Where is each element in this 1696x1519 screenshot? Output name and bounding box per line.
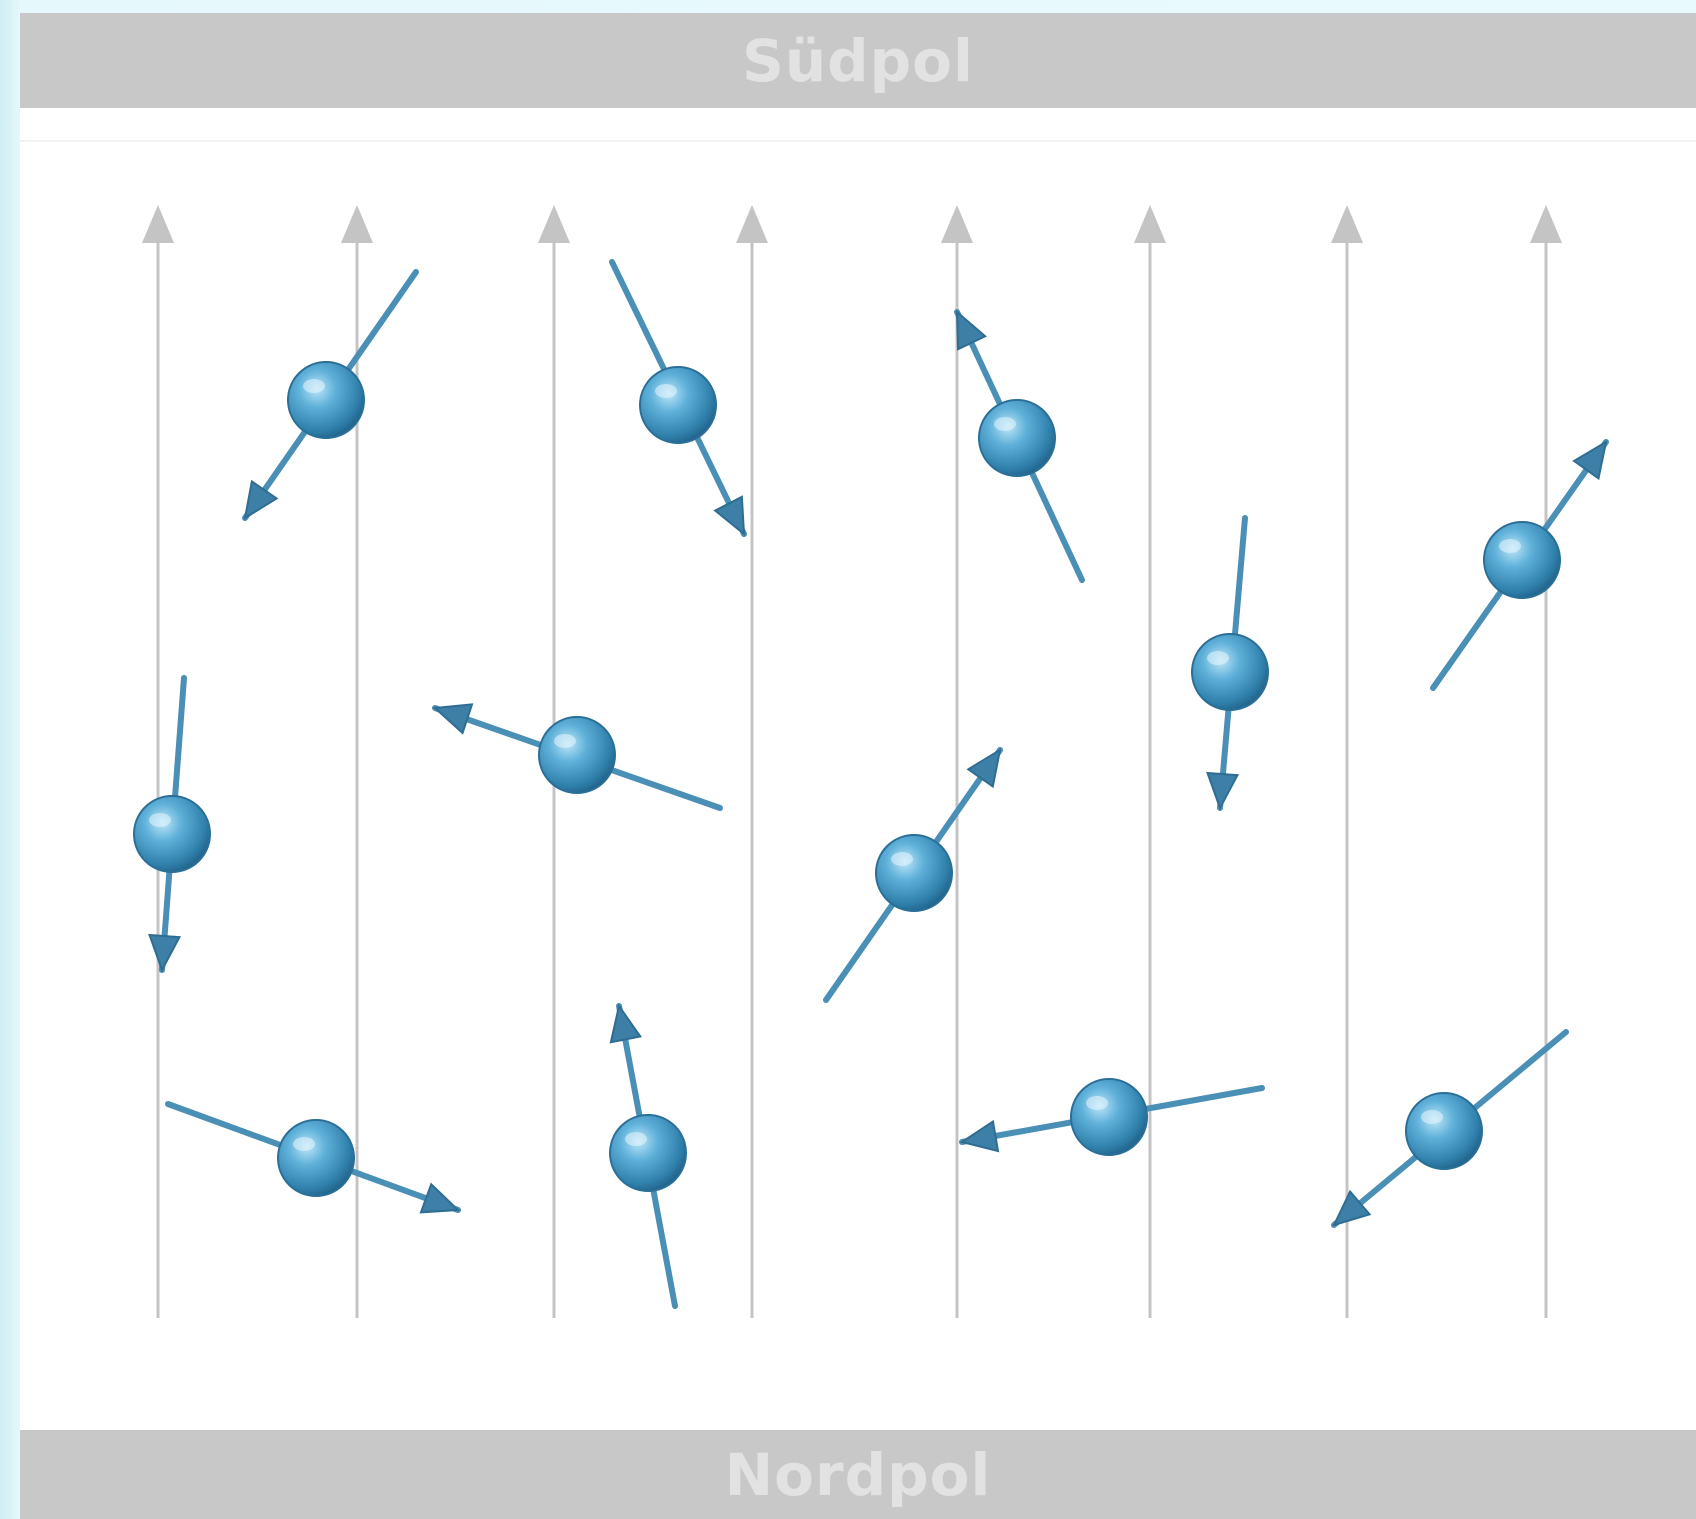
- field-line-7: [1331, 205, 1363, 1318]
- spin-arrow-icon: [148, 933, 182, 973]
- particle-sphere-icon: [875, 834, 953, 912]
- sphere-highlight: [994, 417, 1016, 431]
- spin-arrow-icon: [432, 703, 474, 735]
- particle-sphere-icon: [1191, 633, 1269, 711]
- sphere-highlight: [655, 384, 677, 398]
- spin-arrow-icon: [1206, 771, 1240, 811]
- field-line-arrow-icon: [341, 205, 373, 243]
- particle-sphere-icon: [287, 361, 365, 439]
- spin-arrow-icon: [1332, 1189, 1372, 1227]
- field-line-5: [941, 205, 973, 1318]
- particle-4: [1191, 515, 1269, 811]
- south-pole-label: Südpol: [742, 26, 974, 95]
- field-line-4: [736, 205, 768, 1318]
- field-line-arrow-icon: [1134, 205, 1166, 243]
- sphere-highlight: [1086, 1096, 1108, 1110]
- particle-sphere-icon: [133, 795, 211, 873]
- field-line-arrow-icon: [736, 205, 768, 243]
- spin-arrow-icon: [609, 1003, 642, 1044]
- sphere-highlight: [891, 852, 913, 866]
- spin-arrow-icon: [243, 479, 279, 521]
- particle-sphere-icon: [277, 1119, 355, 1197]
- field-line-arrow-icon: [941, 205, 973, 243]
- field-line-arrow-icon: [538, 205, 570, 243]
- south-pole-bar: Südpol: [20, 13, 1696, 108]
- field-lines: [142, 205, 1562, 1318]
- north-pole-label: Nordpol: [724, 1440, 992, 1509]
- sphere-highlight: [149, 813, 171, 827]
- particle-3: [954, 309, 1085, 583]
- sphere-highlight: [1499, 539, 1521, 553]
- spin-arrow-icon: [955, 309, 987, 351]
- diagram-panel: [20, 13, 1696, 1519]
- particle-sphere-icon: [609, 1114, 687, 1192]
- north-pole-bar: Nordpol: [20, 1430, 1696, 1519]
- sphere-highlight: [293, 1137, 315, 1151]
- particle-2: [609, 259, 747, 537]
- field-line-1: [142, 205, 174, 1318]
- spin-arrow-icon: [713, 495, 746, 537]
- field-line-arrow-icon: [142, 205, 174, 243]
- sphere-highlight: [303, 379, 325, 393]
- particle-5: [1430, 439, 1609, 691]
- field-line-8: [1530, 205, 1562, 1318]
- spin-arrow-icon: [1572, 439, 1608, 481]
- particle-7: [432, 703, 723, 811]
- particle-sphere-icon: [639, 366, 717, 444]
- field-line-6: [1134, 205, 1166, 1318]
- spin-arrow-icon: [419, 1182, 461, 1214]
- particle-11: [959, 1078, 1265, 1156]
- particles: [133, 259, 1609, 1309]
- spin-arrow-icon: [959, 1119, 1000, 1153]
- sphere-highlight: [554, 734, 576, 748]
- particle-10: [609, 1003, 687, 1309]
- particle-sphere-icon: [1070, 1078, 1148, 1156]
- divider: [20, 140, 1696, 142]
- particle-sphere-icon: [1483, 521, 1561, 599]
- particle-1: [242, 269, 419, 521]
- particle-sphere-icon: [1405, 1092, 1483, 1170]
- field-line-arrow-icon: [1331, 205, 1363, 243]
- particle-sphere-icon: [538, 716, 616, 794]
- spin-arrow-icon: [966, 747, 1002, 789]
- sphere-highlight: [625, 1132, 647, 1146]
- particle-9: [165, 1101, 461, 1214]
- sphere-highlight: [1207, 651, 1229, 665]
- particle-8: [823, 747, 1003, 1003]
- field-line-arrow-icon: [1530, 205, 1562, 243]
- sphere-highlight: [1421, 1110, 1443, 1124]
- particle-6: [133, 675, 211, 973]
- particle-12: [1331, 1029, 1569, 1228]
- particle-sphere-icon: [978, 399, 1056, 477]
